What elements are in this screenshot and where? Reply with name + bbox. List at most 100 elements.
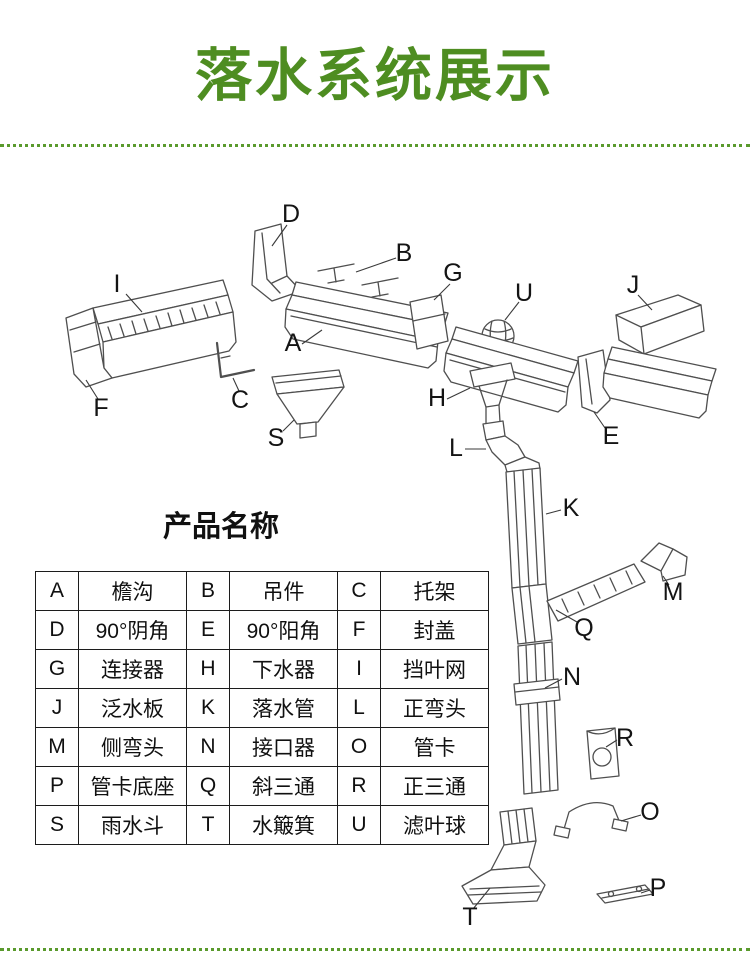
part-connector-drawing [409, 294, 449, 350]
part-key-cell: H [186, 649, 230, 689]
part-discharge-shoe-drawing [461, 807, 546, 905]
part-key-cell: K [186, 688, 230, 728]
part-name-cell: 管卡底座 [78, 766, 187, 806]
part-name-cell: 下水器 [229, 649, 338, 689]
part-key-cell: R [337, 766, 381, 806]
part-key-cell: M [35, 727, 79, 767]
page-header: 落水系统展示 [0, 0, 750, 143]
page-title: 落水系统展示 [195, 44, 555, 108]
part-key-cell: S [35, 805, 79, 845]
part-gutter-left-drawing [65, 279, 237, 388]
part-rain-hopper-drawing [271, 369, 345, 439]
part-name-cell: 斜三通 [229, 766, 338, 806]
part-elbow-drawing [482, 420, 541, 473]
diagram-label-S: S [268, 424, 285, 452]
table-row: A 檐沟 B 吊件 C 托架 [35, 571, 489, 611]
part-outlet-drawing [469, 362, 516, 425]
top-divider [0, 144, 750, 147]
diagram-label-K: K [563, 494, 580, 522]
part-name-cell: 水簸箕 [229, 805, 338, 845]
part-straight-tee-drawing [586, 727, 620, 780]
table-row: P 管卡底座 Q 斜三通 R 正三通 [35, 766, 489, 806]
part-name-cell: 雨水斗 [78, 805, 187, 845]
part-name-cell: 挡叶网 [380, 649, 489, 689]
part-key-cell: G [35, 649, 79, 689]
part-name-cell: 侧弯头 [78, 727, 187, 767]
part-bracket-drawing [215, 341, 256, 379]
part-outside-corner-drawing [577, 349, 611, 414]
part-key-cell: F [337, 610, 381, 650]
part-name-cell: 封盖 [380, 610, 489, 650]
part-pipe-mid-drawing [517, 641, 559, 795]
part-name-cell: 管卡 [380, 727, 489, 767]
part-key-cell: U [337, 805, 381, 845]
part-name-cell: 檐沟 [78, 571, 187, 611]
part-coupler-drawing [513, 678, 561, 706]
diagram-label-Q: Q [574, 614, 593, 642]
part-clamp-base-drawing [596, 884, 654, 904]
part-key-cell: D [35, 610, 79, 650]
diagram-label-L: L [449, 434, 463, 462]
part-name-cell: 90°阳角 [229, 610, 338, 650]
part-key-cell: L [337, 688, 381, 728]
part-key-cell: C [337, 571, 381, 611]
part-key-cell: Q [186, 766, 230, 806]
diagram-label-H: H [428, 384, 446, 412]
diagram-label-J: J [627, 271, 640, 299]
diagram-label-T: T [462, 903, 477, 931]
part-angled-tee-drawing [511, 583, 553, 645]
part-name-cell: 吊件 [229, 571, 338, 611]
part-key-cell: P [35, 766, 79, 806]
diagram-label-I: I [114, 270, 121, 298]
part-key-cell: J [35, 688, 79, 728]
part-side-elbow-drawing [640, 542, 688, 582]
diagram-label-G: G [443, 259, 462, 287]
part-name-cell: 落水管 [229, 688, 338, 728]
part-name-cell: 正三通 [380, 766, 489, 806]
diagram-label-M: M [663, 578, 684, 606]
part-name-cell: 接口器 [229, 727, 338, 767]
diagram-label-U: U [515, 279, 533, 307]
part-name-cell: 连接器 [78, 649, 187, 689]
bottom-divider [0, 948, 750, 951]
product-table: A 檐沟 B 吊件 C 托架 D 90°阴角 E 90°阳角 F 封盖 G 连接… [35, 571, 489, 845]
part-name-cell: 托架 [380, 571, 489, 611]
products-section: 产品名称 A 檐沟 B 吊件 C 托架 D 90°阴角 E 90°阳角 F 封盖… [35, 503, 489, 845]
diagram-label-P: P [650, 874, 667, 902]
part-key-cell: T [186, 805, 230, 845]
table-row: D 90°阴角 E 90°阳角 F 封盖 [35, 610, 489, 650]
part-key-cell: I [337, 649, 381, 689]
products-heading: 产品名称 [163, 511, 280, 543]
part-name-cell: 滤叶球 [380, 805, 489, 845]
part-pipe-clamp-drawing [553, 801, 629, 839]
diagram-label-B: B [396, 239, 413, 267]
diagram-label-D: D [282, 200, 300, 228]
part-name-cell: 90°阴角 [78, 610, 187, 650]
part-gutter-far-right-drawing [602, 346, 717, 419]
part-key-cell: E [186, 610, 230, 650]
diagram-line-art [65, 223, 717, 905]
diagram-label-F: F [93, 394, 108, 422]
diagram-label-R: R [616, 724, 634, 752]
part-key-cell: O [337, 727, 381, 767]
diagram-label-N: N [563, 663, 581, 691]
table-row: S 雨水斗 T 水簸箕 U 滤叶球 [35, 805, 489, 845]
part-flashing-drawing [615, 294, 705, 355]
part-downspout-drawing [505, 467, 547, 589]
part-branch-pipe-drawing [546, 563, 646, 622]
diagram-label-E: E [603, 422, 620, 450]
diagram-label-A: A [285, 329, 302, 357]
part-key-cell: A [35, 571, 79, 611]
table-row: G 连接器 H 下水器 I 挡叶网 [35, 649, 489, 689]
diagram-label-O: O [640, 798, 659, 826]
part-name-cell: 泛水板 [78, 688, 187, 728]
part-key-cell: B [186, 571, 230, 611]
table-row: M 侧弯头 N 接口器 O 管卡 [35, 727, 489, 767]
part-key-cell: N [186, 727, 230, 767]
diagram-leader-lines [85, 224, 670, 910]
diagram-label-C: C [231, 386, 249, 414]
table-row: J 泛水板 K 落水管 L 正弯头 [35, 688, 489, 728]
part-name-cell: 正弯头 [380, 688, 489, 728]
part-hangers-drawing [317, 263, 399, 298]
